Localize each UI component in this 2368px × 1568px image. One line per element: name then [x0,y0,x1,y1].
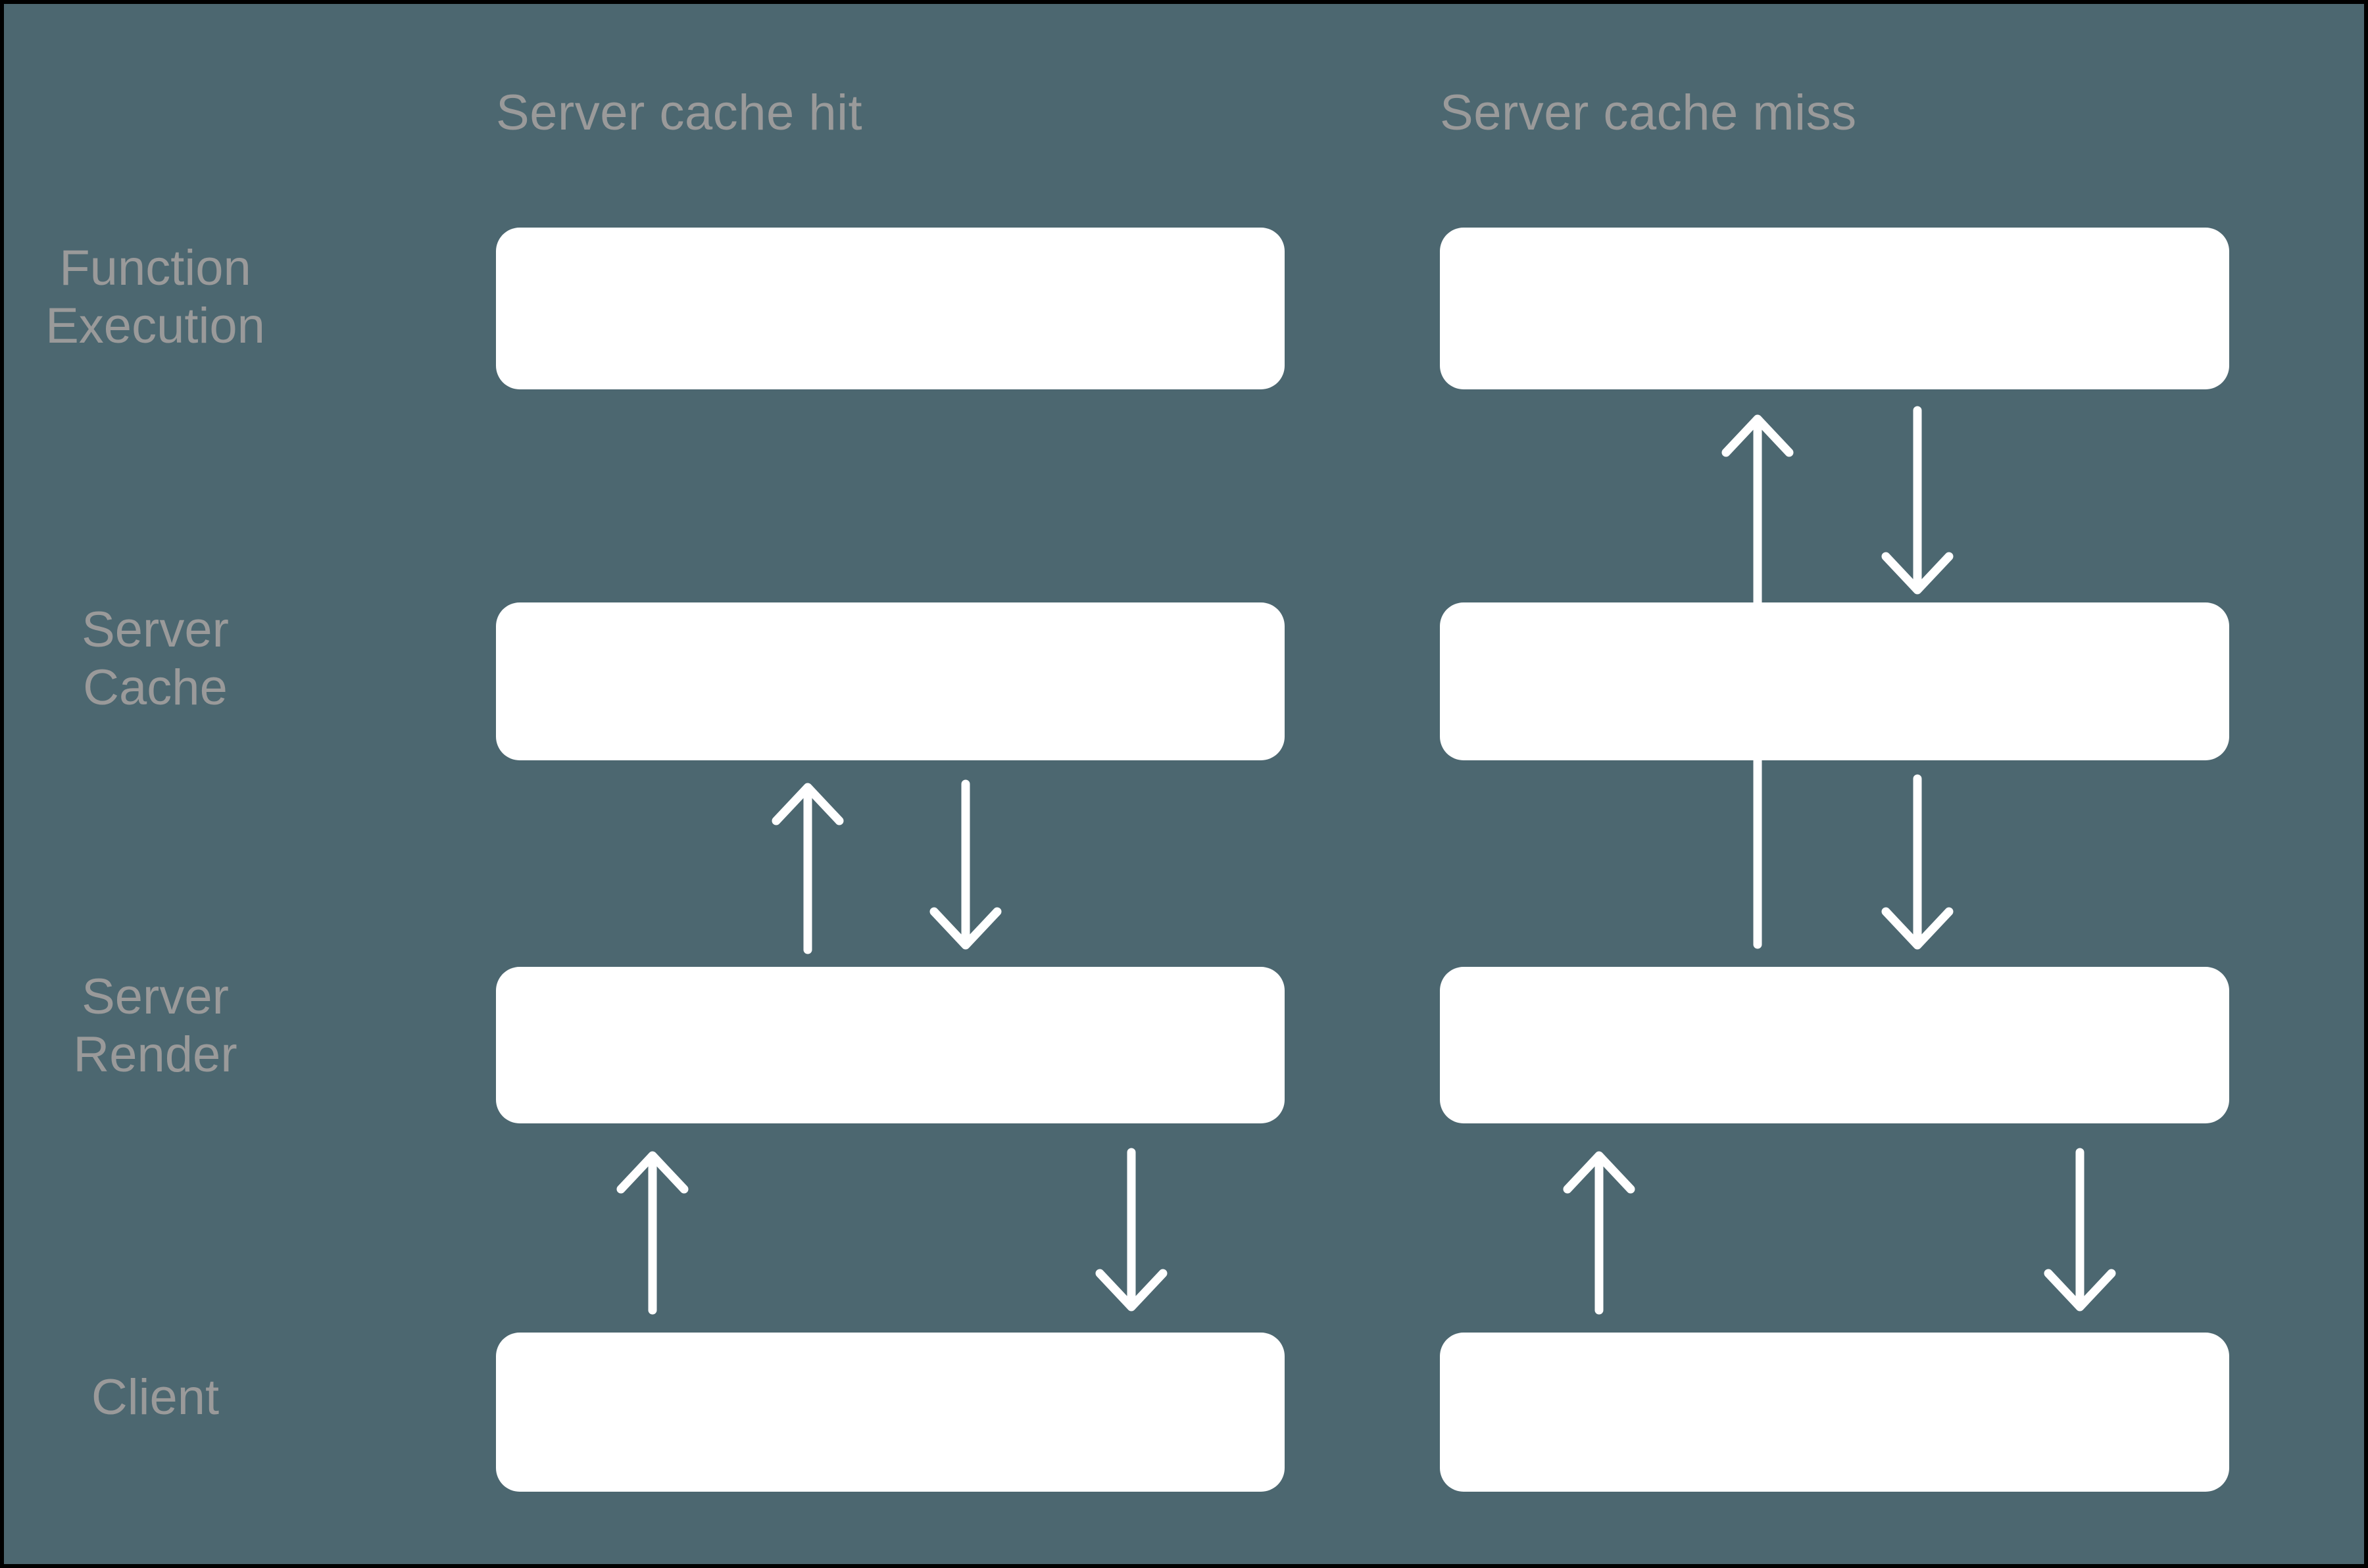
arrow-hit-render-to-cache-up [772,783,844,954]
arrow-hit-client-to-render-up [616,1151,689,1315]
node-hit-server-render[interactable] [496,967,1285,1123]
node-miss-function-execution[interactable] [1440,228,2229,389]
node-hit-function-execution[interactable] [496,228,1285,389]
arrow-miss-cache-to-render-down [1881,774,1954,950]
row-label-function-execution: Function Execution [45,240,265,355]
node-miss-server-cache[interactable] [1440,602,2229,760]
node-miss-server-render[interactable] [1440,967,2229,1123]
arrow-hit-render-to-client-down [1095,1148,1168,1311]
column-header-server-cache-hit: Server cache hit [496,85,863,141]
node-hit-server-cache[interactable] [496,602,1285,760]
arrow-miss-function-execution-to-cache-down [1881,406,1954,595]
row-label-server-render: Server Render [73,969,237,1083]
node-hit-client[interactable] [496,1333,1285,1492]
node-miss-client[interactable] [1440,1333,2229,1492]
column-header-server-cache-miss: Server cache miss [1440,85,1857,141]
arrow-miss-render-to-client-down [2044,1148,2116,1311]
row-label-client: Client [91,1369,220,1425]
row-label-server-cache: Server Cache [82,602,229,716]
arrow-hit-cache-to-render-down [929,779,1002,950]
arrow-miss-client-to-render-up [1563,1151,1635,1315]
